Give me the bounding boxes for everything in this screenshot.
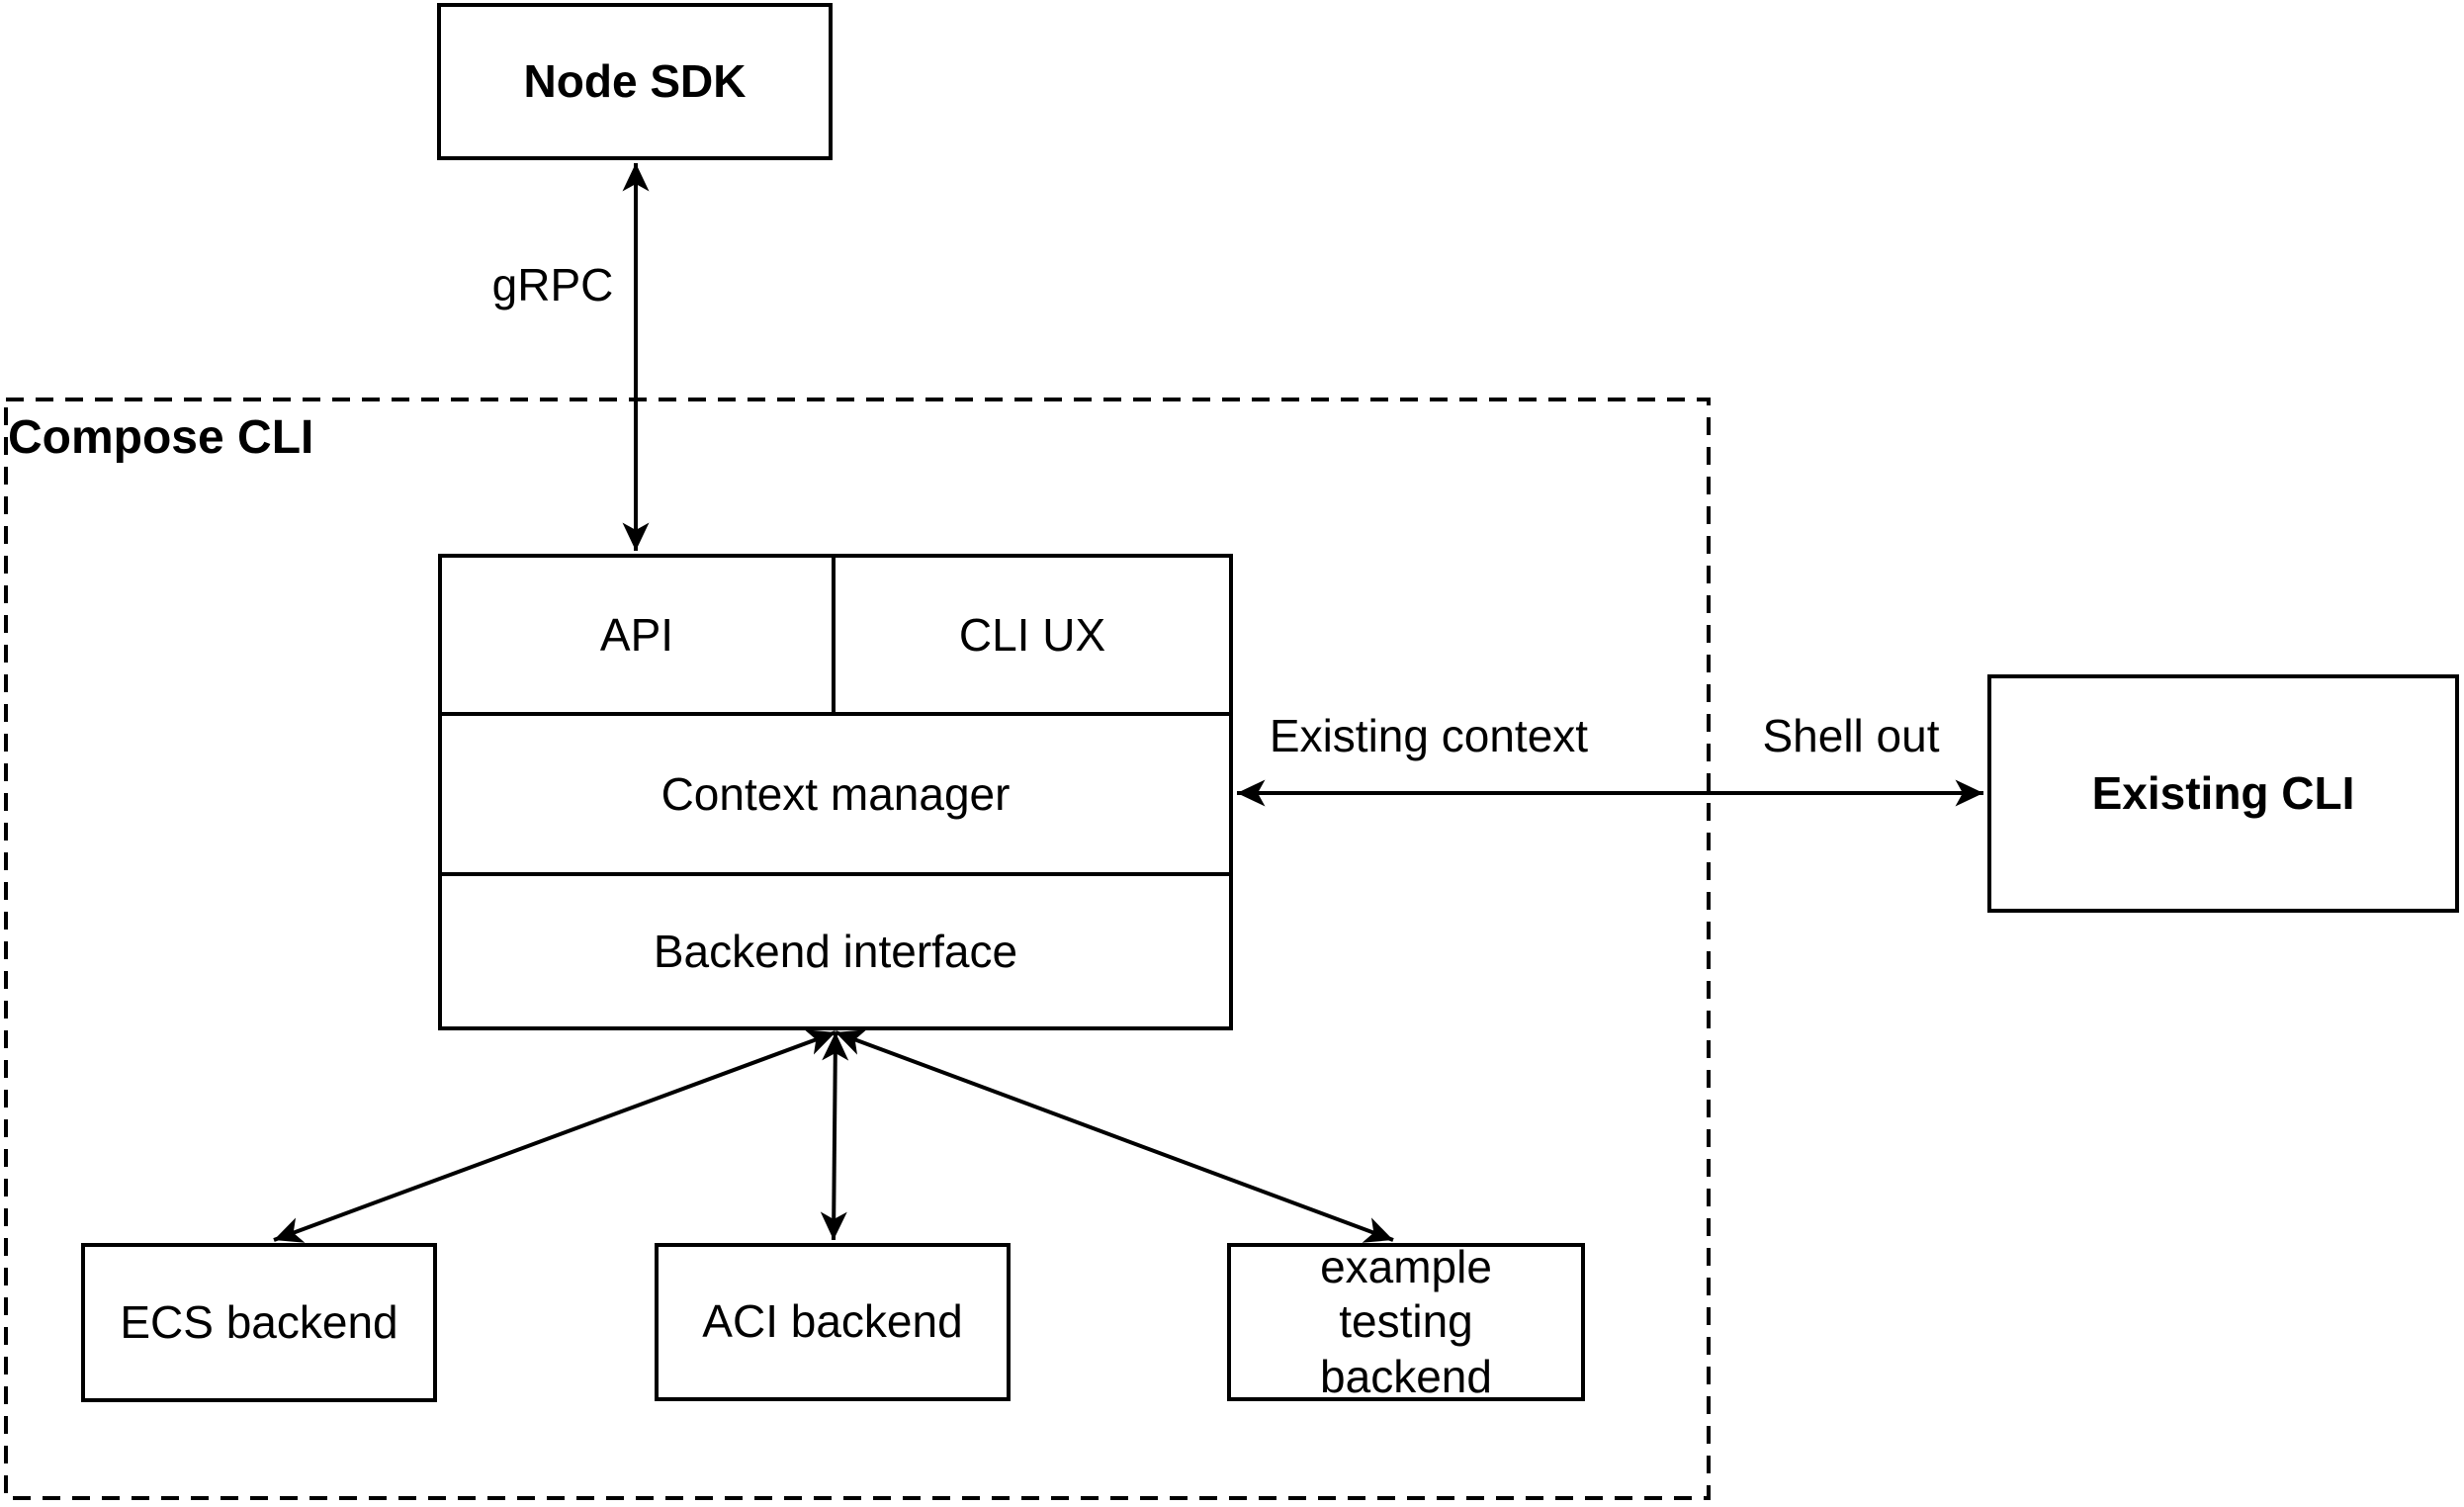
backend-interface-cell: Backend interface xyxy=(442,872,1229,1026)
existing-cli-box: Existing CLI xyxy=(1987,674,2459,913)
api-label: API xyxy=(599,609,674,661)
api-cell: API xyxy=(442,558,836,712)
example-testing-backend-box: example testing backend xyxy=(1227,1241,1585,1402)
node-sdk-label: Node SDK xyxy=(523,54,747,107)
cli-ux-cell: CLI UX xyxy=(836,558,1229,712)
core-top-row: API CLI UX xyxy=(442,558,1229,712)
backend-interface-label: Backend interface xyxy=(653,926,1018,977)
cli-ux-label: CLI UX xyxy=(958,609,1106,661)
example-testing-backend-label: example testing backend xyxy=(1320,1241,1492,1402)
ecs-backend-box: ECS backend xyxy=(81,1243,437,1402)
ecs-backend-label: ECS backend xyxy=(120,1295,398,1348)
aci-backend-label: ACI backend xyxy=(702,1295,963,1348)
example-backend-arrow xyxy=(835,1029,1394,1243)
compose-cli-container-label: Compose CLI xyxy=(8,411,314,464)
compose-cli-core-box: API CLI UX Context manager Backend inter… xyxy=(438,554,1233,1030)
node-sdk-box: Node SDK xyxy=(437,3,833,160)
aci-backend-arrow xyxy=(820,1031,849,1241)
context-manager-label: Context manager xyxy=(660,768,1011,820)
existing-cli-label: Existing CLI xyxy=(2091,766,2355,819)
context-manager-cell: Context manager xyxy=(442,712,1229,872)
aci-backend-box: ACI backend xyxy=(655,1243,1011,1401)
grpc-edge-label: gRPC xyxy=(491,259,614,310)
shell-out-edge-label: Shell out xyxy=(1762,710,1940,761)
ecs-backend-arrow xyxy=(273,1029,836,1243)
existing-context-edge-label: Existing context xyxy=(1269,710,1589,761)
